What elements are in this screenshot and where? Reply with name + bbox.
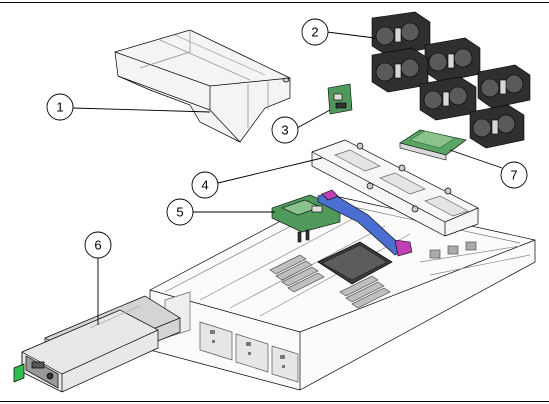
callout-6: 6 xyxy=(84,231,112,259)
svg-text:3: 3 xyxy=(281,123,288,138)
memory-riser-card xyxy=(399,129,467,161)
fan-module xyxy=(419,76,477,121)
svg-text:1: 1 xyxy=(56,100,63,115)
callout-1: 1 xyxy=(46,93,74,121)
fan-modules xyxy=(371,11,531,149)
fan-tray-carrier xyxy=(311,139,479,237)
svg-text:7: 7 xyxy=(510,168,517,183)
fan-module xyxy=(371,47,429,93)
chassis xyxy=(149,194,536,391)
svg-text:5: 5 xyxy=(176,205,183,220)
leader-line-2 xyxy=(326,31,376,39)
callout-7: 7 xyxy=(500,161,528,189)
air-duct xyxy=(114,29,291,143)
fan-module xyxy=(371,11,431,57)
leader-lines xyxy=(72,31,503,325)
leader-line-3 xyxy=(296,109,331,129)
fan-module xyxy=(477,64,531,109)
paddle-board-and-cable xyxy=(271,189,413,257)
power-supplies xyxy=(13,295,181,393)
svg-text:4: 4 xyxy=(201,178,208,193)
fan-connector-board xyxy=(327,83,353,115)
svg-text:6: 6 xyxy=(94,238,101,253)
bottom-border-line xyxy=(0,401,549,402)
leader-line-1 xyxy=(72,107,211,113)
callout-5: 5 xyxy=(166,198,194,226)
callout-4: 4 xyxy=(191,171,219,199)
callout-3: 3 xyxy=(271,116,299,144)
leader-line-4 xyxy=(217,157,323,184)
svg-text:2: 2 xyxy=(311,25,318,40)
callout-2: 2 xyxy=(301,18,329,46)
leader-line-7 xyxy=(449,149,503,169)
top-border-line xyxy=(0,2,549,3)
fan-module xyxy=(469,104,525,149)
fan-module xyxy=(424,37,481,83)
